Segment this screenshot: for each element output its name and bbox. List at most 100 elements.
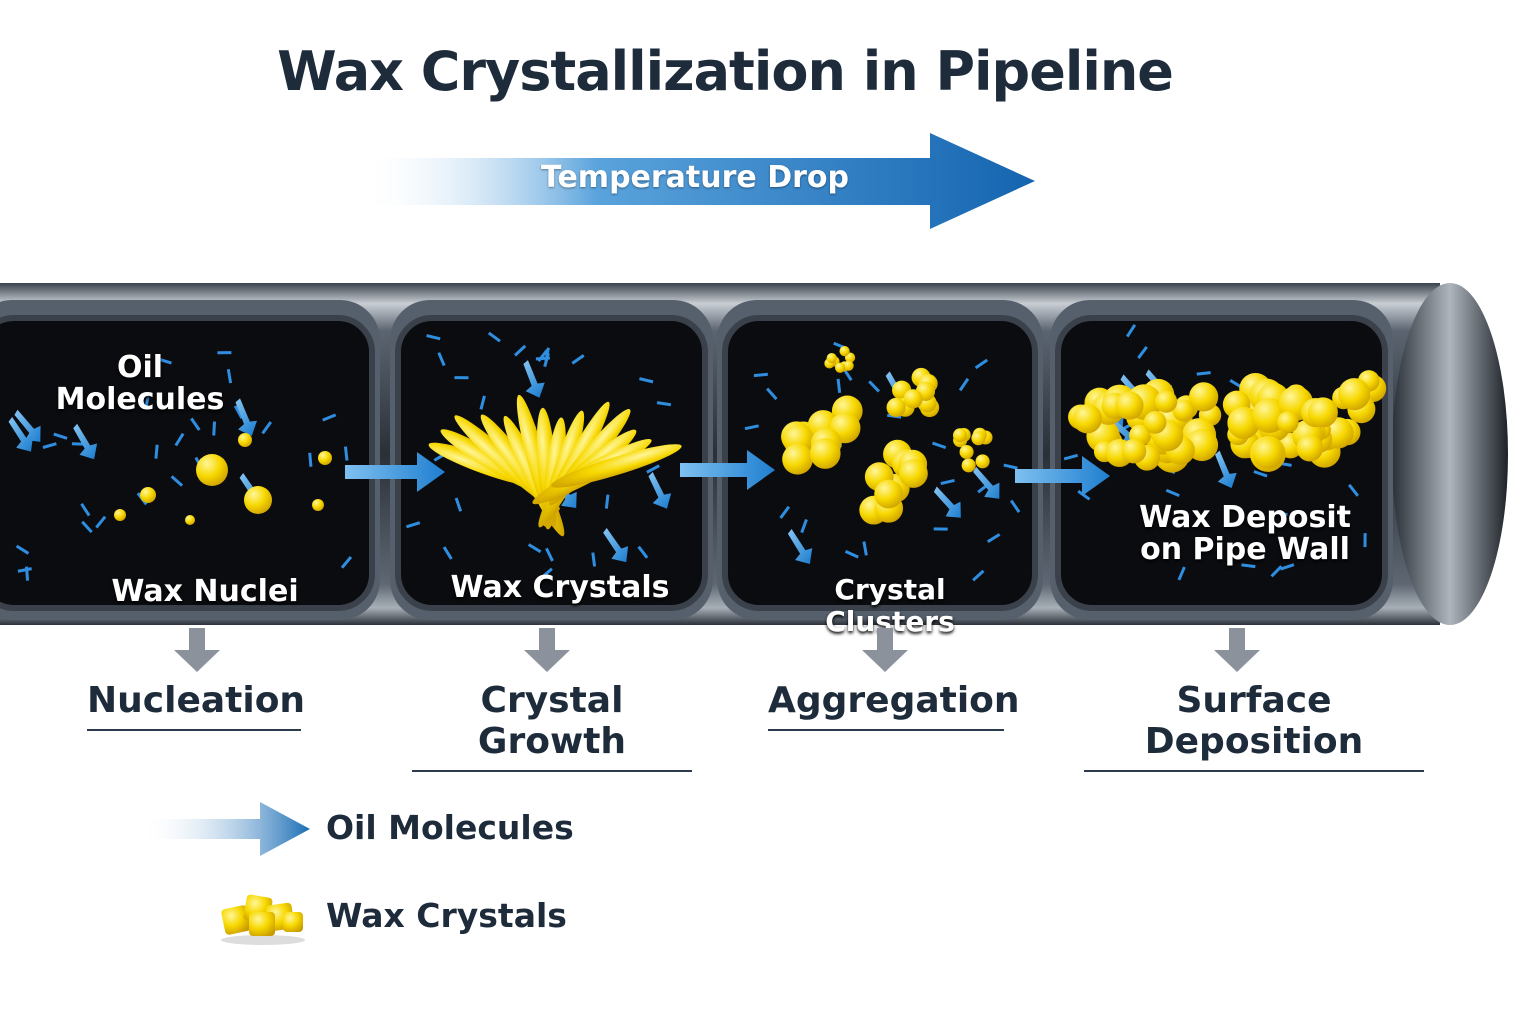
oil-particle (986, 533, 1001, 544)
wax-deposit-crystal (1277, 411, 1299, 433)
down-arrow-icon (862, 628, 908, 672)
oil-particle (406, 521, 421, 529)
wax-cluster-crystal (782, 443, 813, 475)
oil-particle (766, 387, 778, 401)
wax-cluster-crystal (874, 479, 904, 509)
oil-particle (545, 547, 554, 562)
stage-aggregation: Aggregation (768, 680, 1020, 731)
oil-particle (656, 401, 672, 407)
oil-particle (591, 552, 597, 567)
wax-nucleus (318, 451, 332, 465)
oil-particle (1273, 511, 1288, 516)
oil-particle (340, 555, 353, 569)
oil-particle (1003, 463, 1018, 470)
wax-nucleus (312, 499, 324, 511)
oil-particle (190, 417, 201, 431)
wax-cluster-crystal (959, 444, 974, 460)
legend-wax-crystals: Wax Crystals (326, 896, 567, 935)
oil-particle (442, 546, 453, 560)
oil-particle (836, 378, 842, 393)
oil-particle (1270, 565, 1283, 578)
wax-deposit-crystal (1072, 404, 1102, 434)
oil-particle (174, 432, 185, 447)
oil-particle (932, 441, 947, 450)
oil-particle (95, 515, 107, 529)
oil-particle (800, 518, 808, 534)
oil-particle (527, 543, 542, 554)
oil-particle (540, 567, 553, 580)
wax-cluster-crystal (809, 438, 841, 469)
oil-particle (972, 569, 985, 582)
oil-molecule-arrow (73, 423, 98, 460)
oil-particle (513, 344, 527, 357)
temperature-arrow-icon (360, 133, 1035, 229)
blue-arrow-icon (140, 802, 310, 856)
wax-cluster-crystal (899, 459, 928, 488)
oil-particle (1280, 563, 1295, 571)
oil-particle (974, 358, 989, 370)
oil-particle (779, 505, 791, 519)
oil-particle (226, 369, 233, 384)
oil-particle (343, 446, 349, 461)
oil-particle (454, 497, 463, 512)
pipe-end-cap (1392, 283, 1508, 625)
oil-particle (53, 432, 68, 440)
oil-molecule-arrow (973, 466, 1000, 499)
oil-particle (322, 413, 337, 422)
wax-deposit-crystal (1172, 399, 1195, 422)
wax-crystals-label: Wax Crystals (450, 570, 670, 605)
oil-particle (308, 452, 313, 467)
legend-oil-molecules: Oil Molecules (326, 808, 574, 847)
oil-particle (1253, 470, 1268, 478)
wax-cluster-crystal (975, 454, 990, 469)
flow-arrow-icon (345, 452, 445, 492)
oil-particle (1137, 345, 1148, 359)
stage-nucleation: Nucleation (87, 680, 305, 731)
diagram-title: Wax Crystallization in Pipeline (277, 40, 1174, 103)
oil-particle (844, 549, 859, 559)
wax-crystal-rod (551, 444, 682, 488)
wax-cluster-crystal (839, 346, 850, 357)
oil-particle (639, 377, 654, 384)
wax-cluster-crystal (971, 431, 986, 446)
wax-deposit-crystal (1115, 391, 1144, 420)
wax-cluster-crystal (843, 360, 854, 371)
down-arrow-icon (1214, 628, 1260, 672)
flow-arrow-icon (1015, 456, 1110, 496)
wax-cluster-crystal (826, 352, 837, 364)
oil-particle (170, 475, 184, 487)
stage-surface-deposition: Surface Deposition (1084, 680, 1424, 772)
wax-deposit-label: Wax Deposit on Pipe Wall (1139, 500, 1351, 567)
wax-deposit-crystal (1188, 382, 1219, 412)
oil-particle (571, 354, 585, 365)
oil-particle (933, 527, 948, 531)
oil-particle (744, 424, 759, 431)
oil-particle (42, 442, 57, 449)
wax-nucleus (140, 487, 156, 503)
oil-particle (217, 351, 232, 355)
oil-particle (1241, 563, 1256, 569)
oil-particle (637, 545, 649, 559)
flow-arrow-icon (680, 450, 775, 490)
oil-particle (1347, 483, 1360, 497)
wax-deposit-crystal (1296, 435, 1324, 462)
wax-nucleus (238, 433, 252, 447)
oil-particle (426, 334, 441, 341)
oil-particle (25, 566, 30, 581)
oil-particle (154, 444, 159, 459)
oil-particle (1063, 453, 1079, 461)
oil-molecule-arrow (1215, 450, 1237, 489)
oil-particle (1363, 533, 1367, 548)
down-arrow-icon (174, 628, 220, 672)
oil-particle (261, 421, 273, 435)
oil-particle (862, 541, 868, 556)
wax-nuclei-label: Wax Nuclei (111, 574, 299, 609)
oil-molecule-arrow (787, 529, 813, 565)
wax-deposit-crystal (1154, 390, 1178, 413)
oil-molecule-arrow (603, 527, 629, 563)
oil-particle (212, 421, 217, 436)
oil-particle (17, 567, 32, 573)
wax-cluster-crystal (961, 458, 976, 473)
wax-nucleus (185, 515, 195, 525)
